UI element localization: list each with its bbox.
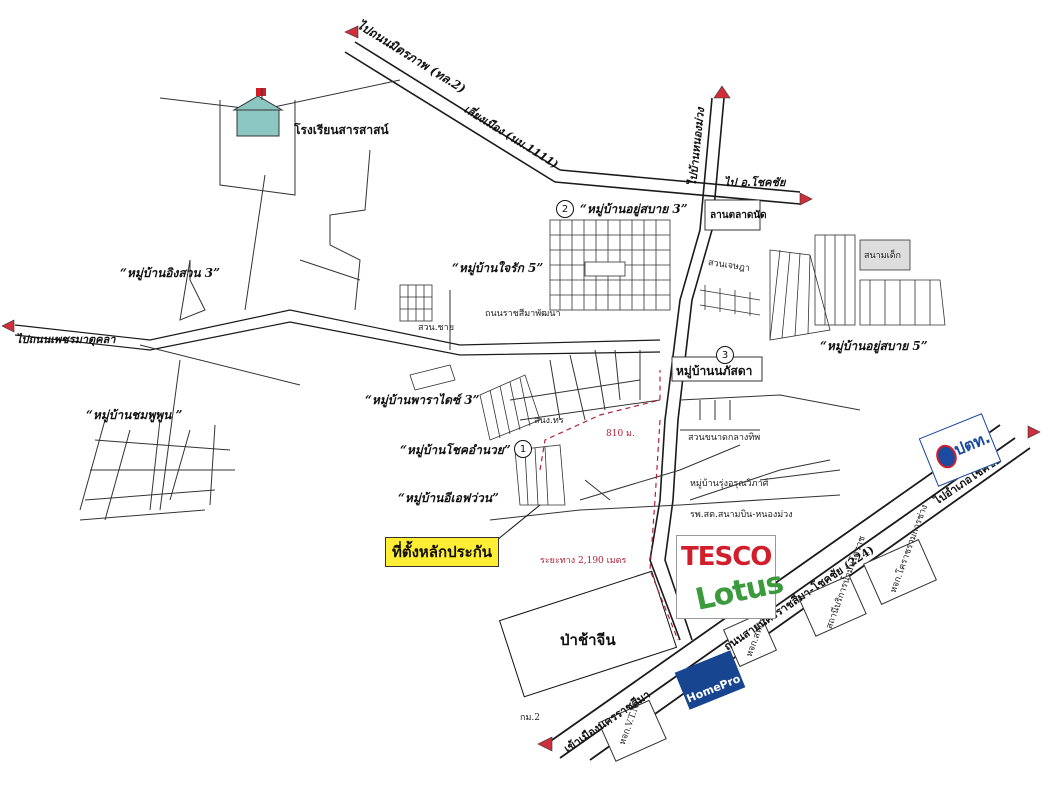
shop-boxes (598, 539, 938, 762)
market-label: ลานตลาดนัด (710, 210, 767, 221)
school-building (232, 88, 284, 137)
market-box (704, 199, 761, 231)
marker-1: 1 (514, 440, 532, 458)
village-ewha: “หมู่บ้านอีเอฟว่วน” (398, 491, 499, 505)
lotus-text: Lotus (692, 565, 786, 618)
village-paradise-3: “หมู่บ้านพาราไดซ์ 3” (365, 393, 480, 407)
marker-3: 3 (716, 346, 734, 364)
health-center: รพ.สต.สนามบิน-หนองม่วง (690, 510, 793, 520)
village-grid-small (399, 284, 456, 391)
village-u-sabai-3: “หมู่บ้านอยู่สบาย 3” (580, 202, 688, 216)
distance-total: ระยะทาง 2,190 เมตร (540, 556, 627, 566)
distance-810: 810 ม. (606, 429, 635, 439)
marker-2: 2 (556, 200, 574, 218)
village-grid-5 (699, 234, 946, 341)
collateral-location-callout: ที่ตั้งหลักประกัน (385, 537, 499, 567)
road-label-chok-chai-top: ไป อ.โชคชัย (724, 176, 786, 189)
small-label-4: สนามเด็ก (864, 251, 902, 261)
village-chomphu: “หมู่บ้านชมพูพูน ” (86, 408, 183, 422)
school-label: โรงเรียนสารสาสน์ (294, 123, 389, 137)
village-grid-2 (549, 219, 671, 311)
tesco-text: TESCO (681, 542, 772, 572)
village-chai-watthana: “หมู่บ้านโชคอำนวย” (400, 443, 511, 457)
road-label-rachasima: ถนนราชสีมาพัฒนา (485, 309, 561, 319)
village-3-box (671, 356, 763, 382)
cemetery-label: ป่าช้าจีน (560, 631, 616, 649)
callout-pointer (496, 504, 541, 541)
road-label-phet: ไปถนนเพชรมาตุคลา (16, 333, 116, 346)
village-ing-suan-3: “หมู่บ้านอิงสวน 3” (120, 266, 221, 280)
cemetery-box (498, 570, 678, 698)
km-marker: กม.2 (520, 713, 540, 723)
small-label-3: สนง.ทร (534, 416, 564, 426)
route-dashed (539, 370, 679, 641)
village-grid-1 (479, 374, 566, 506)
west-road (14, 309, 661, 356)
village-nakarin: หมู่บ้านนภัสดา (676, 364, 753, 378)
ptt-text: ปตท. (951, 427, 993, 460)
village-u-sabai-5: “หมู่บ้านอยู่สบาย 5” (820, 339, 928, 353)
village-chai-rak-5: “หมู่บ้านใจรัก 5” (452, 261, 544, 275)
small-label-2: สวน.ชาย (418, 323, 454, 333)
lane-label: สวนขนาดกลางทิพ (688, 433, 761, 443)
village-rung: หมู่บ้านรุ่งอรุณวิภาศ์ (690, 479, 769, 489)
north-south-road (649, 97, 725, 641)
direction-arrows (1, 25, 1041, 752)
tesco-lotus-logo: TESCO Lotus (676, 535, 786, 619)
